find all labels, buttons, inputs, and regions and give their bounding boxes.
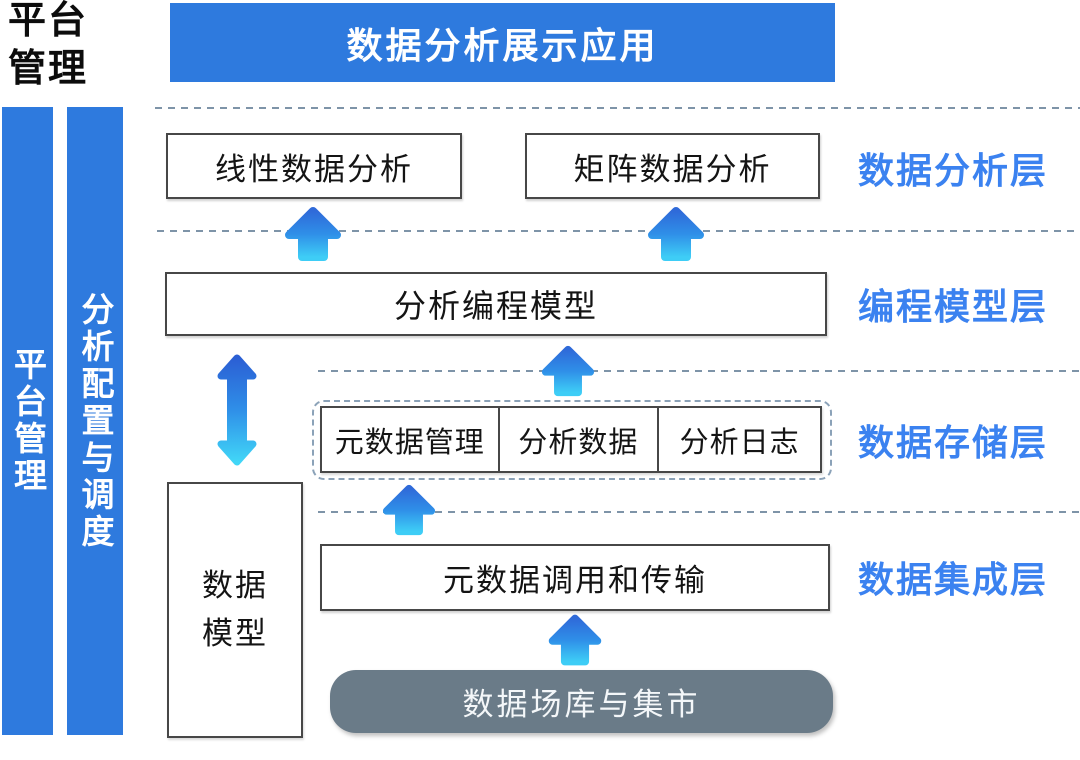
layer-label-data-integration: 数据集成层	[858, 559, 1049, 600]
box-data-warehouse-mart: 数据场库与集市	[330, 670, 833, 733]
up-arrow-icon	[285, 207, 341, 261]
box-matrix-analysis: 矩阵数据分析	[525, 133, 820, 199]
box-data-warehouse-mart-label: 数据场库与集市	[462, 687, 701, 722]
box-matrix-analysis-label: 矩阵数据分析	[573, 151, 772, 187]
corner-title: 平台 管理	[8, 0, 89, 90]
up-arrow-icon	[541, 345, 595, 397]
layer-divider-4	[318, 511, 1080, 513]
layer-divider-3	[318, 370, 1080, 372]
sidebar-platform-management: 平台管理	[2, 107, 53, 735]
up-arrow-icon	[548, 614, 602, 666]
storage-table: 元数据管理 分析数据 分析日志	[320, 406, 822, 473]
layer-label-programming-model: 编程模型层	[858, 286, 1049, 327]
storage-cell-analysis-log: 分析日志	[657, 408, 820, 471]
box-metadata-transfer-label: 元数据调用和传输	[443, 563, 707, 598]
box-programming-model: 分析编程模型	[165, 272, 827, 336]
up-arrow-icon	[382, 484, 436, 536]
top-banner: 数据分析展示应用	[170, 3, 835, 82]
layer-label-data-analysis: 数据分析层	[858, 150, 1049, 191]
double-arrow-icon	[217, 354, 257, 466]
layer-divider-1	[155, 107, 1080, 109]
top-banner-label: 数据分析展示应用	[346, 24, 659, 66]
storage-cell-analysis-data: 分析数据	[497, 408, 658, 471]
box-metadata-transfer: 元数据调用和传输	[320, 544, 830, 611]
storage-cell-metadata: 元数据管理	[334, 426, 485, 459]
layer-label-data-storage: 数据存储层	[858, 422, 1049, 463]
box-data-model: 数据 模型	[167, 482, 303, 738]
sidebar-platform-management-label: 平台管理	[9, 347, 47, 495]
sidebar-analysis-config-scheduling-label: 分析配置与调度	[77, 291, 114, 551]
up-arrow-icon	[648, 207, 704, 261]
sidebar-analysis-config-scheduling: 分析配置与调度	[67, 107, 123, 735]
box-linear-analysis-label: 线性数据分析	[215, 151, 413, 187]
box-linear-analysis: 线性数据分析	[166, 133, 462, 199]
box-programming-model-label: 分析编程模型	[393, 288, 598, 324]
layer-divider-2	[157, 230, 1080, 232]
